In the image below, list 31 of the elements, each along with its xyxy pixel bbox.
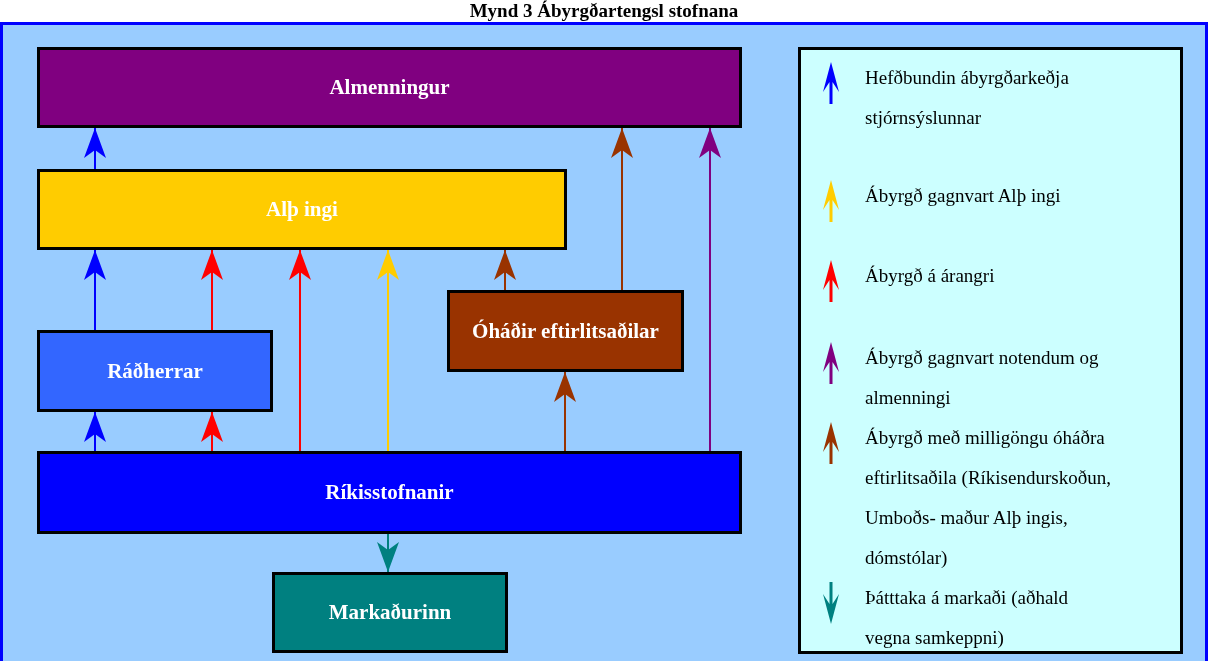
entity-box <box>37 169 567 250</box>
arrow <box>377 533 399 573</box>
entity-box <box>447 290 684 372</box>
arrow <box>201 249 223 331</box>
arrow <box>289 249 311 452</box>
node-label: Almenningur <box>329 75 450 100</box>
legend-text: Ábyrgð gagnvart notendum og almenningi <box>865 346 1100 410</box>
entity-box <box>37 330 273 412</box>
arrow <box>84 249 106 331</box>
arrow <box>201 411 223 452</box>
entity-box <box>37 451 742 534</box>
arrow <box>377 249 399 452</box>
entity-box <box>37 47 742 128</box>
entity-box <box>272 572 508 653</box>
legend-text: Hefðbundin ábyrgðarkeðja stjórnsýslunnar <box>865 66 1070 130</box>
arrow <box>699 127 721 452</box>
legend-text: Ábyrgð á árangri <box>865 264 996 288</box>
arrow <box>494 249 516 291</box>
title: Mynd 3 Ábyrgðartengsl stofnana <box>469 0 739 22</box>
arrow <box>84 411 106 452</box>
node-label: Ríkisstofnanir <box>325 480 454 505</box>
arrow <box>611 127 633 291</box>
legend-text: Þátttaka á markaði (aðhald vegna samkeppni) <box>865 586 1070 650</box>
node-label: Ráðherrar <box>107 358 203 384</box>
node-label: Alþ ingi <box>266 197 338 222</box>
node-label: Óháðir eftirlitsaðilar <box>472 318 659 344</box>
arrow <box>554 371 576 452</box>
arrow <box>84 127 106 170</box>
legend-text: Ábyrgð gagnvart Alþ ingi <box>865 184 1062 208</box>
node-label: Markaðurinn <box>328 600 452 625</box>
legend-text: Ábyrgð með milligöngu óháðra eftirlitsaðila (Ríkisendurskoðun, Umboðs- maður Alþ ingis, dómstólar) <box>865 426 1112 570</box>
